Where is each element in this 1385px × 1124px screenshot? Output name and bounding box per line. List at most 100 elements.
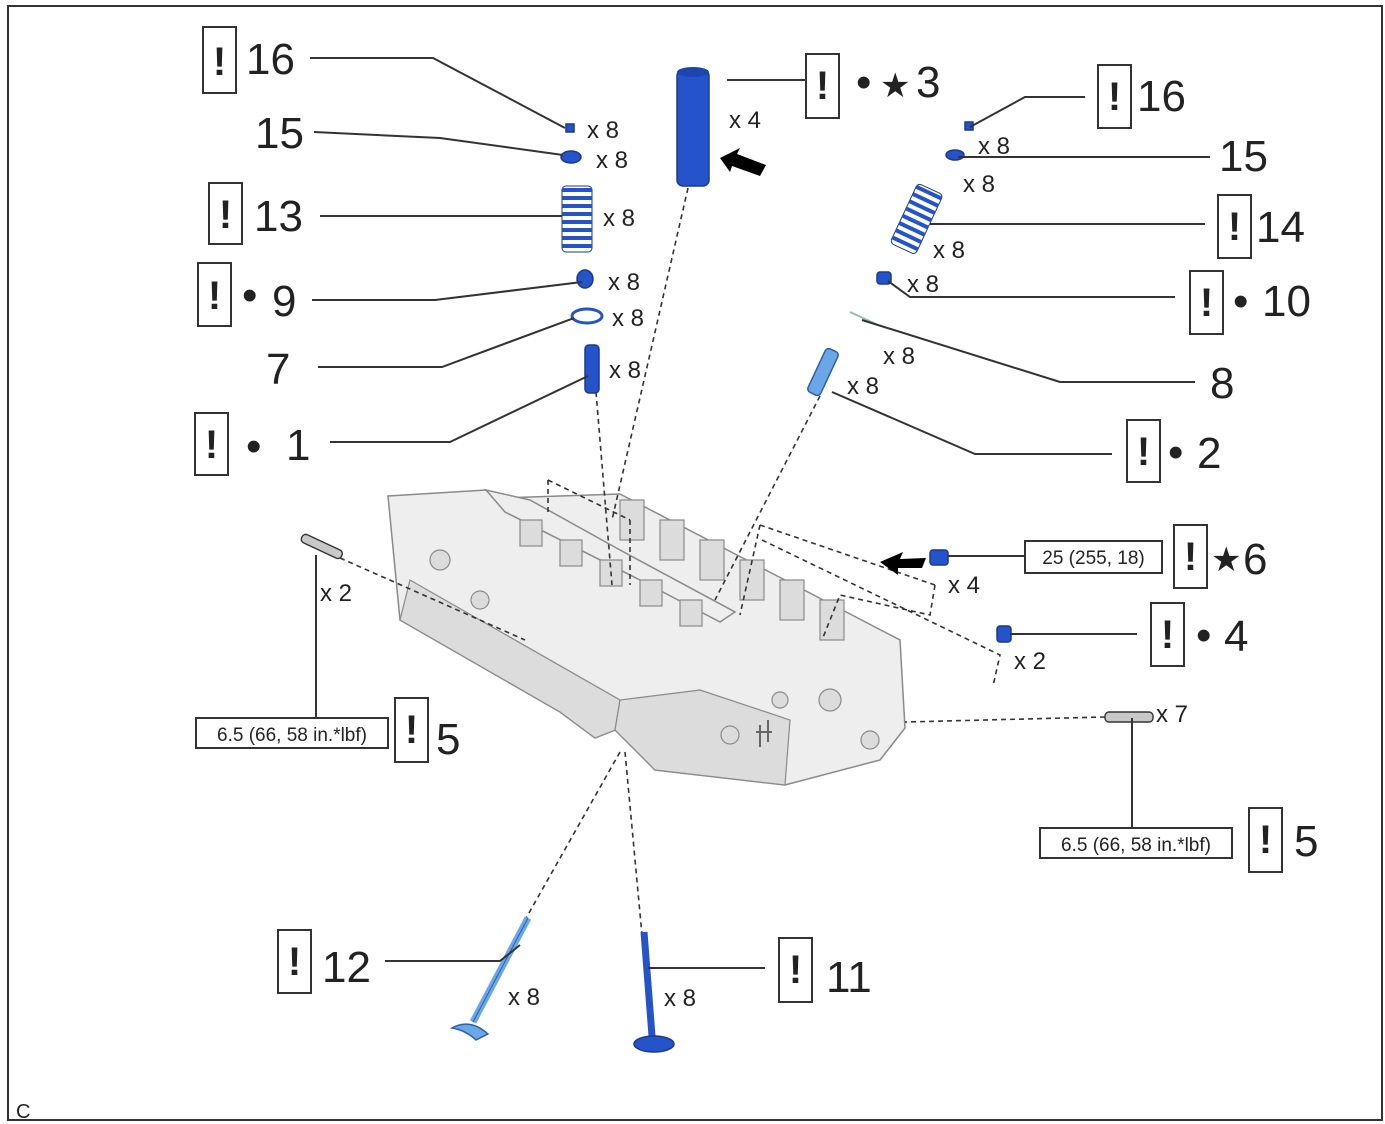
- svg-text:6.5 (66, 58 in.*lbf): 6.5 (66, 58 in.*lbf): [1061, 835, 1211, 856]
- callout-8: 8: [1210, 359, 1234, 408]
- valve-spring-part: [561, 185, 593, 253]
- callout-3: 3: [916, 58, 940, 107]
- caution-icon: !: [197, 262, 232, 327]
- svg-text:!: !: [213, 40, 226, 84]
- valve-guide-bushing-part: [584, 344, 600, 394]
- callout-5-right: 5: [1294, 817, 1318, 866]
- torque-box-5-right: 6.5 (66, 58 in.*lbf): [1039, 827, 1233, 859]
- o-ring-part: [570, 307, 604, 325]
- arrow-indicator-icon: [720, 148, 766, 176]
- qty-6: x 4: [948, 572, 980, 599]
- callout-14: 14: [1256, 203, 1305, 252]
- qty-15-left: x 8: [596, 147, 628, 174]
- qty-14: x 8: [933, 237, 965, 264]
- caution-icon: !: [394, 697, 429, 763]
- qty-8: x 8: [883, 343, 915, 370]
- qty-13: x 8: [603, 205, 635, 232]
- qty-7: x 8: [612, 305, 644, 332]
- callout-13: 13: [254, 192, 303, 241]
- tight-plug-part: [929, 549, 949, 566]
- caution-icon: !: [208, 182, 243, 245]
- torque-box-5-left: 6.5 (66, 58 in.*lbf): [195, 717, 389, 749]
- bullet-icon: •: [1196, 611, 1211, 660]
- quantity-labels: x 8 x 8 x 8 x 8 x 8 x 8 x 4 x 8 x 8 x 8 …: [320, 107, 1188, 1012]
- qty-11: x 8: [664, 985, 696, 1012]
- svg-text:!: !: [1108, 75, 1121, 119]
- svg-text:!: !: [219, 193, 232, 237]
- caution-icon: !: [805, 53, 840, 119]
- bullet-icon: •: [1233, 277, 1248, 326]
- qty-9: x 8: [608, 269, 640, 296]
- stem-oil-seal-part: [876, 271, 892, 285]
- spring-retainer-part: [945, 149, 965, 161]
- svg-text:!: !: [405, 708, 418, 752]
- star-icon: ★: [1211, 541, 1241, 579]
- valve-keeper-part: [565, 123, 575, 133]
- caution-icon: !: [1126, 419, 1161, 483]
- caution-icon: !: [277, 929, 312, 994]
- callout-16-right: 16: [1137, 72, 1186, 121]
- figure-code: C: [16, 1101, 30, 1123]
- arrow-indicator-icon: [880, 552, 926, 575]
- svg-text:25 (255, 18): 25 (255, 18): [1042, 548, 1144, 569]
- svg-text:!: !: [208, 274, 221, 318]
- symbol-marks: • • • ★ • • ★ •: [242, 58, 1248, 660]
- callout-numbers: 16 15 13 9 7 1 3 16 15 14 10 8 2 6 4 5 5…: [246, 35, 1318, 1002]
- stud-bolt-part: [300, 533, 344, 560]
- stem-oil-seal-part: [576, 269, 594, 289]
- torque-specs: 25 (255, 18) 6.5 (66, 58 in.*lbf) 6.5 (6…: [195, 540, 1233, 859]
- callout-12: 12: [322, 943, 371, 992]
- qty-12: x 8: [508, 984, 540, 1011]
- callout-6: 6: [1243, 535, 1267, 584]
- assembly-guide-lines: [339, 187, 1106, 936]
- callout-16-left: 16: [246, 35, 295, 84]
- star-icon: ★: [880, 67, 910, 105]
- parts-illustration: [300, 67, 1154, 1053]
- straight-pin-part: [996, 625, 1012, 643]
- torque-box-6: 25 (255, 18): [1024, 540, 1163, 574]
- valve-guide-bushing-part: [807, 347, 839, 397]
- svg-text:!: !: [1228, 205, 1241, 249]
- callout-15-left: 15: [255, 109, 304, 158]
- svg-text:!: !: [1161, 613, 1174, 657]
- qty-5-right: x 7: [1156, 701, 1188, 728]
- leader-lines: [310, 57, 1210, 969]
- qty-3: x 4: [729, 107, 761, 134]
- bullet-icon: •: [856, 58, 871, 107]
- caution-icon: !: [778, 937, 813, 1003]
- valve-spring-part: [890, 183, 943, 254]
- caution-icon: !: [1248, 807, 1283, 873]
- stud-bolt-part: [1104, 711, 1154, 723]
- callout-4: 4: [1224, 612, 1248, 661]
- exhaust-valve-part: [449, 916, 532, 1041]
- svg-text:!: !: [789, 948, 802, 992]
- bullet-icon: •: [242, 271, 257, 320]
- callout-9: 9: [272, 277, 296, 326]
- diagram-frame: [7, 5, 1383, 1121]
- caution-icon: !: [1173, 524, 1208, 589]
- spring-retainer-part: [560, 150, 582, 164]
- caution-icon: !: [1217, 194, 1252, 259]
- qty-15-right: x 8: [963, 171, 995, 198]
- qty-5-left: x 2: [320, 580, 352, 607]
- svg-text:!: !: [1200, 281, 1213, 325]
- caution-icon: !: [202, 26, 237, 94]
- svg-text:!: !: [205, 423, 218, 467]
- caution-icon: !: [1097, 64, 1132, 129]
- callout-10: 10: [1262, 277, 1311, 326]
- bullet-icon: •: [246, 422, 261, 471]
- callout-7: 7: [266, 345, 290, 394]
- qty-2: x 8: [847, 373, 879, 400]
- svg-text:6.5 (66, 58 in.*lbf): 6.5 (66, 58 in.*lbf): [217, 725, 367, 746]
- callout-11: 11: [826, 953, 872, 1002]
- callout-2: 2: [1197, 429, 1221, 478]
- cylinder-head-illustration: [387, 488, 906, 786]
- caution-icon: !: [1189, 270, 1224, 335]
- spark-plug-tube-part: [676, 67, 710, 187]
- callout-5-left: 5: [436, 715, 460, 764]
- qty-10: x 8: [907, 271, 939, 298]
- qty-16-left: x 8: [587, 117, 619, 144]
- callout-1: 1: [286, 421, 310, 470]
- intake-valve-part: [633, 931, 675, 1053]
